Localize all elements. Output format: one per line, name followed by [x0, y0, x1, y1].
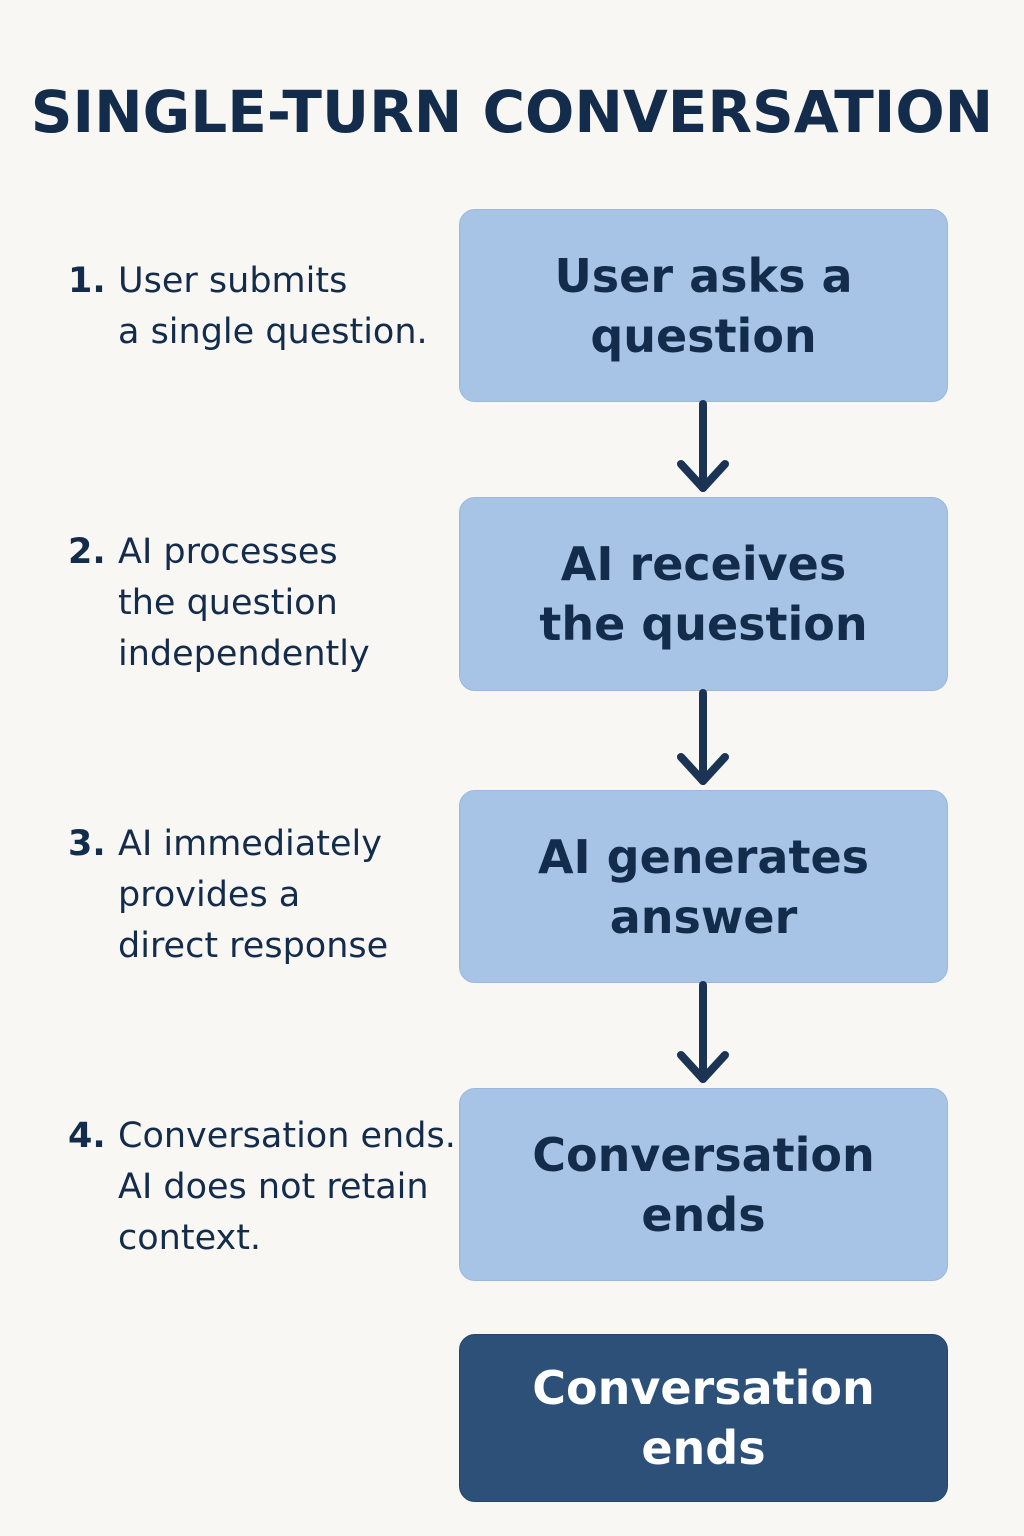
step-1-text: User submits a single question.	[118, 261, 428, 352]
final-box-conversation-ends: Conversation ends	[459, 1334, 948, 1502]
flow-box-ai-receives: AI receives the question	[459, 497, 948, 691]
step-2: 2. AI processes the question independent…	[68, 527, 458, 680]
flow-box-conversation-ends: Conversation ends	[459, 1088, 948, 1281]
arrow-3	[677, 981, 729, 1083]
arrow-2	[677, 689, 729, 785]
step-2-number: 2.	[68, 532, 106, 572]
diagram-title: SINGLE-TURN CONVERSATION	[30, 78, 994, 146]
step-4-text: Conversation ends. AI does not retain co…	[118, 1116, 456, 1258]
step-3: 3. AI immediately provides a direct resp…	[68, 819, 458, 972]
step-3-number: 3.	[68, 824, 106, 864]
step-4-number: 4.	[68, 1116, 106, 1156]
step-3-text: AI immediately provides a direct respons…	[118, 824, 389, 966]
arrow-1	[677, 400, 729, 492]
flow-box-user-asks: User asks a question	[459, 209, 948, 402]
step-2-text: AI processes the question independently	[118, 532, 370, 674]
step-1-number: 1.	[68, 261, 106, 301]
step-4: 4. Conversation ends. AI does not retain…	[68, 1111, 458, 1264]
step-1: 1. User submits a single question.	[68, 256, 458, 358]
flow-box-ai-generates: AI generates answer	[459, 790, 948, 983]
